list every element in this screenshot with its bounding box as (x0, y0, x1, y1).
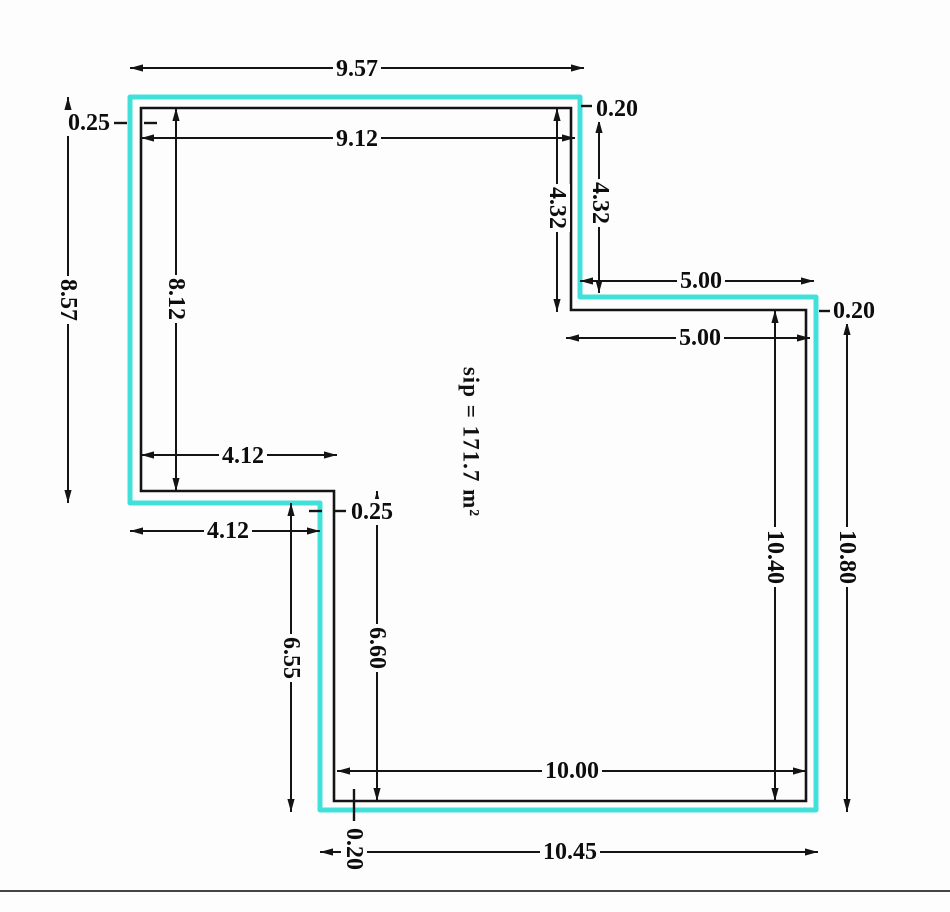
arrowhead-icon (843, 322, 851, 335)
arrowhead-icon (553, 108, 561, 121)
inner-wall-outline (139, 106, 808, 803)
arrowhead-icon (771, 310, 779, 323)
arrowhead-icon (771, 788, 779, 801)
arrowhead-icon (64, 97, 72, 110)
arrowhead-icon (373, 491, 381, 504)
arrowhead-icon (580, 277, 593, 285)
arrowhead-icon (562, 134, 575, 142)
arrowhead-icon (373, 788, 381, 801)
arrowhead-icon (805, 848, 818, 856)
arrowhead-icon (141, 134, 154, 142)
arrowhead-icon (64, 490, 72, 503)
arrowhead-icon (130, 527, 143, 535)
arrowhead-icon (287, 799, 295, 812)
arrowhead-icon (172, 108, 180, 121)
arrowhead-icon (566, 334, 579, 342)
arrowhead-icon (337, 767, 350, 775)
arrowhead-icon (130, 64, 143, 72)
arrowhead-icon (287, 503, 295, 516)
arrowhead-icon (797, 334, 810, 342)
arrowhead-icon (141, 451, 154, 459)
arrowhead-icon (320, 848, 333, 856)
outer-wall-outline (127, 94, 819, 813)
arrowhead-icon (553, 299, 561, 312)
arrowhead-icon (793, 767, 806, 775)
arrowhead-icon (307, 527, 320, 535)
arrowhead-icon (595, 120, 603, 133)
arrowhead-icon (595, 280, 603, 293)
arrowhead-icon (571, 64, 584, 72)
arrowhead-icon (324, 451, 337, 459)
page-baseline (0, 890, 950, 892)
arrowhead-icon (801, 277, 814, 285)
arrowhead-icon (843, 799, 851, 812)
arrowhead-icon (172, 478, 180, 491)
